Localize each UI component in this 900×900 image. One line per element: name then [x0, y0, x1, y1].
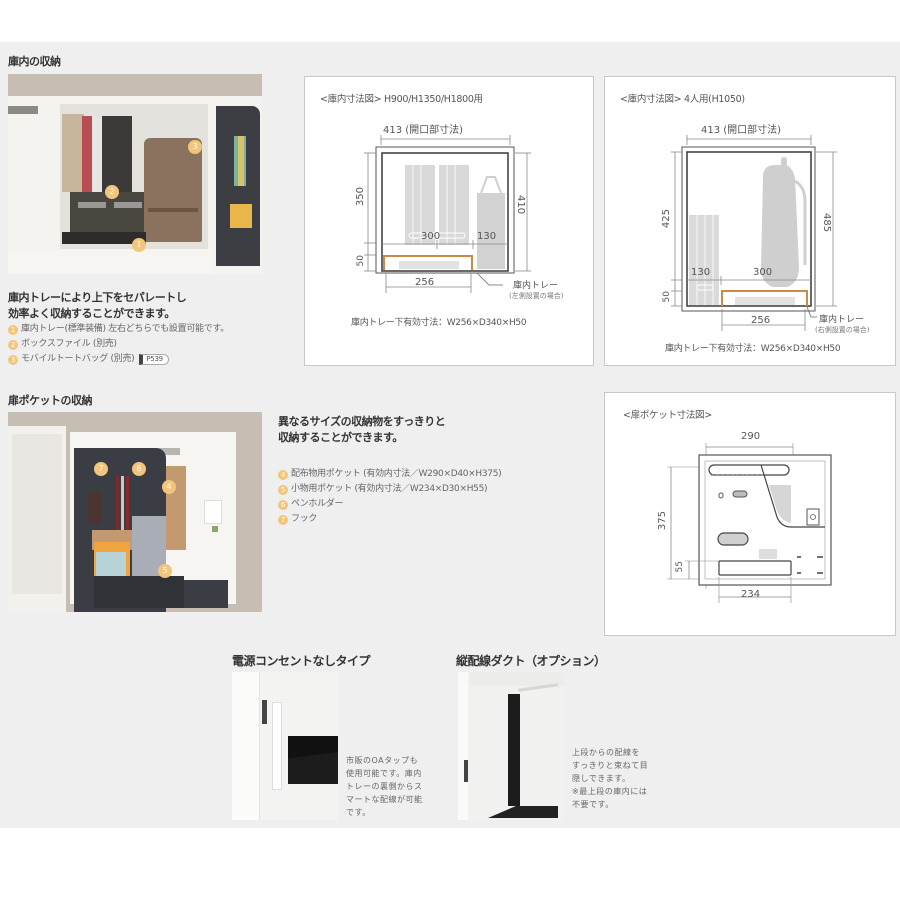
duct-note-line: 上段からの配線を — [572, 748, 640, 757]
inner-right-width-label: 130 — [477, 231, 497, 242]
page-reference-link[interactable]: P539 — [139, 354, 169, 365]
pocket-item-text: 小物用ポケット (有効内寸法／W234×D30×H55) — [291, 484, 488, 494]
storage-item-text: ボックスファイル (別売) — [21, 339, 117, 349]
storage-lead-line-2: 効率よく収納することができます。 — [8, 307, 175, 320]
number-badge: 6 — [278, 499, 288, 510]
tray-label: 庫内トレー — [819, 315, 865, 325]
diagram-title: <庫内寸法図> 4人用(H1050) — [620, 94, 745, 105]
storage-item-list: 1 庫内トレー(標準装備) 左右どちらでも設置可能です。 2 ボックスファイル … — [8, 322, 229, 367]
interior-dimension-drawing — [364, 135, 531, 293]
pocket-lead-line-2: 収納することができます。 — [278, 431, 403, 444]
tray-label: 庫内トレー — [513, 281, 559, 291]
photo-badge-3: 3 — [188, 140, 202, 154]
diagram-interior-4person: <庫内寸法図> 4人用(H1050) 413 (開口部寸法) — [604, 76, 896, 366]
number-badge: 5 — [278, 484, 288, 495]
no-outlet-note-line: です。 — [346, 808, 371, 817]
pocket-height-label: 375 — [657, 511, 668, 531]
pocket-item: 4 配布物用ポケット (有効内寸法／W290×D40×H375) — [278, 467, 502, 482]
storage-lead-text: 庫内トレーにより上下をセパレートし 効率よく収納することができます。 — [8, 290, 187, 322]
storage-photo: 3 2 1 — [8, 74, 262, 274]
duct-note-line: 不要です。 — [572, 800, 614, 809]
no-outlet-note-line: トレーの裏側からス — [346, 782, 423, 791]
duct-note-line: すっきりと束ねて目 — [572, 761, 649, 770]
tray-width-label: 256 — [415, 277, 435, 288]
pocket-section-title: 扉ポケットの収納 — [8, 394, 93, 407]
no-outlet-title: 電源コンセントなしタイプ — [232, 654, 371, 668]
interior-dimension-drawing — [671, 135, 837, 331]
number-badge: 7 — [278, 514, 288, 525]
storage-section-title: 庫内の収納 — [8, 55, 61, 68]
pocket-item: 5 小物用ポケット (有効内寸法／W234×D30×H55) — [278, 482, 501, 497]
number-badge: 2 — [8, 339, 18, 350]
pocket-lead-text: 異なるサイズの収納物をすっきりと 収納することができます。 — [278, 414, 446, 446]
photo-badge-7: 7 — [94, 462, 108, 476]
storage-lead-line-1: 庫内トレーにより上下をセパレートし — [8, 291, 187, 304]
inner-left-width-label: 300 — [421, 231, 441, 242]
no-outlet-photo — [232, 672, 338, 820]
height-left-label: 425 — [661, 209, 672, 229]
no-outlet-note-line: 市販のOAタップも — [346, 756, 419, 765]
diagram-caption: 庫内トレー下有効寸法：W256×D340×H50 — [351, 318, 527, 328]
pocket-item: 6 ペンホルダー — [278, 497, 501, 512]
pocket-photo: 7 6 4 5 — [8, 412, 262, 612]
duct-photo — [458, 672, 564, 820]
pocket-item-text: 配布物用ポケット (有効内寸法／W290×D40×H375) — [291, 469, 502, 479]
photo-badge-2: 2 — [105, 185, 119, 199]
duct-note: 上段からの配線を すっきりと束ねて目 隠しできます。 ※最上段の庫内には 不要で… — [572, 746, 648, 811]
diagram-title: <扉ポケット寸法図> — [623, 410, 712, 421]
diagram-door-pocket: <扉ポケット寸法図> 290 375 55 23 — [604, 392, 896, 636]
tray-width-label: 256 — [751, 315, 771, 326]
opening-width-label: 413 (開口部寸法) — [701, 125, 782, 136]
pocket-item-text: フック — [291, 514, 318, 524]
door-pocket-drawing — [667, 443, 832, 603]
pocket-item-list: 4 配布物用ポケット (有効内寸法／W290×D40×H375) 5 小物用ポケ… — [278, 467, 502, 527]
tray-height-label: 50 — [662, 291, 672, 303]
pocket-width-bottom-label: 234 — [741, 589, 761, 600]
no-outlet-note: 市販のOAタップも 使用可能です。庫内 トレーの裏側からス マートな配線が可能 … — [346, 754, 423, 819]
storage-item: 2 ボックスファイル (別売) — [8, 337, 229, 352]
height-left-label: 350 — [355, 187, 366, 207]
photo-badge-5: 5 — [158, 564, 172, 578]
pocket-width-top-label: 290 — [741, 431, 761, 442]
number-badge: 3 — [8, 354, 18, 365]
tray-note: (左側設置の場合) — [509, 292, 564, 300]
pocket-item: 7 フック — [278, 512, 501, 527]
duct-note-line: ※最上段の庫内には — [572, 787, 648, 796]
duct-title: 縦配線ダクト（オプション） — [456, 654, 606, 668]
pocket-lead-line-1: 異なるサイズの収納物をすっきりと — [278, 415, 446, 428]
small-pocket-height-label: 55 — [675, 561, 685, 573]
opening-width-label: 413 (開口部寸法) — [383, 125, 464, 136]
no-outlet-note-line: 使用可能です。庫内 — [346, 769, 422, 778]
duct-note-line: 隠しできます。 — [572, 774, 631, 783]
diagram-title: <庫内寸法図> H900/H1350/H1800用 — [320, 94, 483, 105]
inner-right-width-label: 300 — [753, 267, 773, 278]
number-badge: 4 — [278, 469, 288, 480]
storage-item: 3 モバイルトートバッグ (別売) P539 — [8, 352, 229, 367]
height-right-label: 410 — [515, 195, 526, 215]
no-outlet-note-line: マートな配線が可能 — [346, 795, 423, 804]
diagram-interior-h900: <庫内寸法図> H900/H1350/H1800用 413 (開口部寸法) — [304, 76, 594, 366]
storage-item: 1 庫内トレー(標準装備) 左右どちらでも設置可能です。 — [8, 322, 229, 337]
number-badge: 1 — [8, 324, 18, 335]
height-right-label: 485 — [821, 213, 832, 233]
storage-item-text: 庫内トレー(標準装備) 左右どちらでも設置可能です。 — [21, 324, 229, 334]
diagram-caption: 庫内トレー下有効寸法：W256×D340×H50 — [665, 344, 841, 354]
tray-note: (右側設置の場合) — [815, 326, 870, 334]
photo-badge-4: 4 — [162, 480, 176, 494]
photo-badge-6: 6 — [132, 462, 146, 476]
tray-height-label: 50 — [356, 255, 366, 267]
photo-badge-1: 1 — [132, 238, 146, 252]
storage-item-text: モバイルトートバッグ (別売) — [21, 354, 135, 364]
pocket-item-text: ペンホルダー — [291, 499, 344, 509]
inner-left-width-label: 130 — [691, 267, 711, 278]
